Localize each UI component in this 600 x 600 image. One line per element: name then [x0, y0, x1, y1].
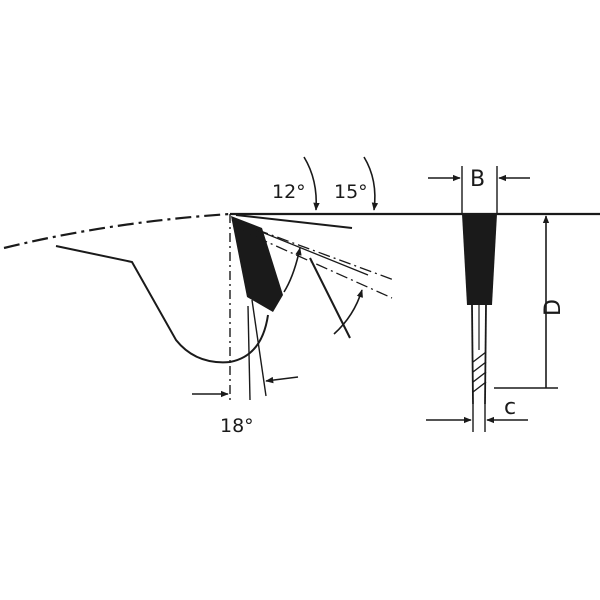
clearance-angle-label: 15°: [334, 181, 368, 203]
carbide-tip: [231, 216, 283, 312]
blade-body-right: [484, 304, 487, 405]
tooth-gullet-outline: [55, 245, 269, 364]
angle-12-pointer: [303, 156, 320, 211]
tooth-side-profile: [462, 214, 497, 305]
angle-18-helper-1: [247, 305, 251, 401]
blade-body-left: [471, 304, 474, 405]
tooth-top-face: [235, 214, 353, 229]
blade-outline-arc: [3, 212, 231, 250]
bevel-line: [309, 257, 351, 339]
hook-angle-label: 12°: [272, 181, 306, 203]
plate-width-label: B: [470, 167, 485, 192]
angle-15-pointer: [363, 156, 379, 211]
kerf-label: c: [504, 395, 516, 420]
blade-hatching: [472, 351, 487, 393]
bevel-angle-label: 18°: [220, 415, 254, 437]
clearance-line-2: [235, 227, 393, 299]
bevel-angle-arc: [333, 289, 363, 335]
angle-18-helper-2: [251, 299, 267, 397]
tooth-depth-label: D: [541, 299, 566, 316]
angle-18-arrow-right: [265, 376, 299, 384]
hook-angle-arc: [283, 247, 302, 293]
